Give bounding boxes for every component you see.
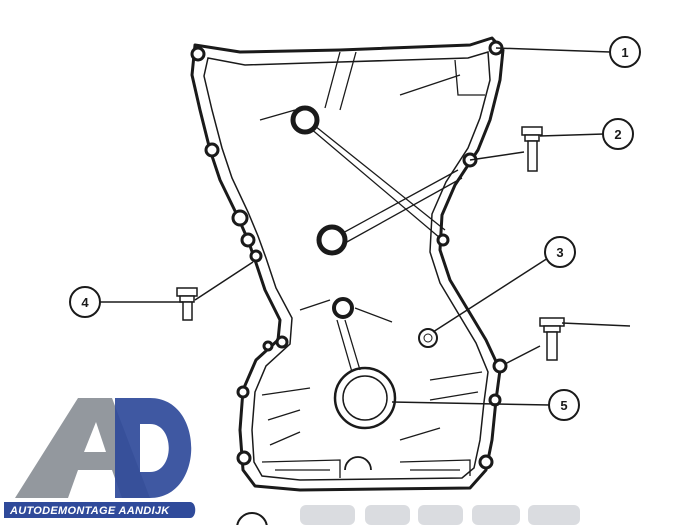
callout-5-label: 5: [560, 398, 567, 413]
bolt-upper-right-icon: [539, 317, 565, 361]
callout-5[interactable]: 5: [548, 389, 580, 421]
bolt-4-icon: [176, 287, 198, 321]
leader-2: [469, 133, 605, 161]
callout-partial-bottom: [236, 512, 268, 525]
cover-inner-rim: [203, 51, 491, 481]
callout-3[interactable]: 3: [544, 236, 576, 268]
watermark: AUTODEMONTAGE AANDIJK: [4, 398, 580, 525]
crank-seal-bore: [333, 366, 397, 430]
leader-upper-right: [504, 322, 631, 365]
leader-1: [495, 47, 611, 53]
callout-4[interactable]: 4: [69, 286, 101, 318]
callout-4-label: 4: [81, 295, 89, 310]
callout-2[interactable]: 2: [602, 118, 634, 150]
leader-lines: [99, 47, 631, 406]
callout-1[interactable]: 1: [609, 36, 641, 68]
watermark-tagline: AUTODEMONTAGE AANDIJK: [9, 505, 170, 517]
lower-half-bore: [344, 456, 372, 471]
plug-hole: [418, 328, 438, 348]
leader-5: [391, 401, 551, 406]
watermark-large-lettering: [300, 505, 580, 525]
watermark-logo-d: [115, 398, 192, 498]
cover-bosses: [290, 105, 354, 319]
bolt-2-icon: [521, 126, 543, 172]
callout-1-label: 1: [621, 45, 628, 60]
callout-3-label: 3: [556, 245, 563, 260]
leader-4: [99, 261, 254, 303]
callout-2-label: 2: [614, 127, 621, 142]
leader-3: [432, 257, 549, 333]
bolt-holes: [190, 40, 508, 470]
cover-ribs: [259, 51, 485, 478]
watermark-banner: [4, 502, 196, 518]
